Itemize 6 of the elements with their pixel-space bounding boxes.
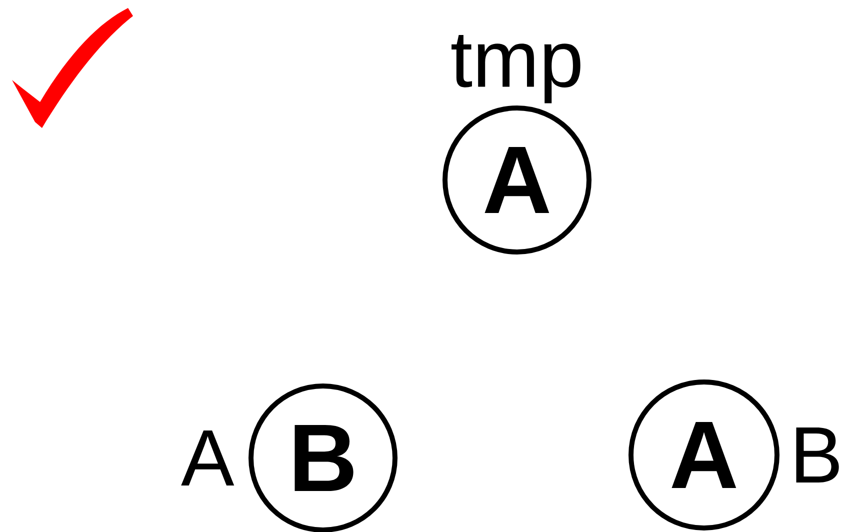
node-caption: A — [181, 430, 234, 486]
node-caption: B — [796, 427, 839, 482]
circled-letter: B — [248, 383, 398, 532]
node-caption: tmp — [452, 34, 580, 104]
circled-letter: A — [442, 106, 592, 254]
circled-letter: A — [628, 380, 780, 530]
